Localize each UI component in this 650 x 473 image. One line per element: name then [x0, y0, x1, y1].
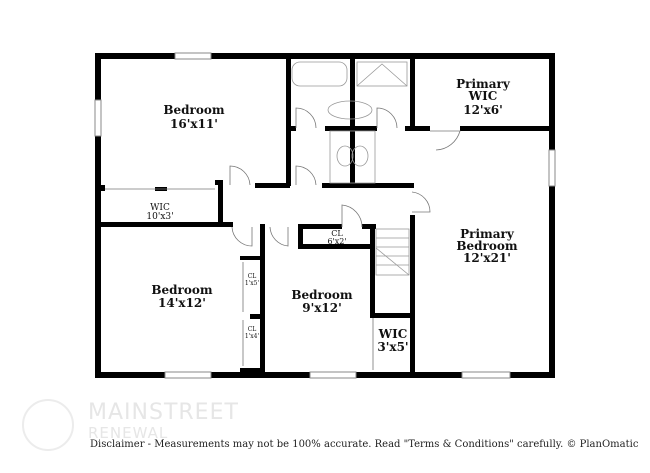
room-name: Bedroom: [151, 283, 212, 297]
room-name: CL: [248, 326, 257, 333]
shower-icon: [356, 61, 408, 87]
toilet-icon: [327, 100, 373, 120]
watermark-line2: RENEWAL: [88, 424, 169, 442]
room-name: WIC: [378, 327, 408, 341]
bathtub-icon: [291, 61, 348, 87]
fixtures: [291, 61, 410, 276]
doors: [105, 107, 461, 370]
disclaimer: Disclaimer - Measurements may not be 100…: [90, 439, 639, 450]
room-name: CL: [248, 273, 257, 280]
room-size: 16'x11': [170, 117, 218, 131]
watermark-line1: MAINSTREET: [88, 400, 239, 425]
room-size: 1'x5': [245, 280, 260, 287]
watermark-logo-icon: [22, 399, 74, 451]
room-name-line: Primary: [460, 227, 515, 241]
windows: [94, 52, 556, 379]
room-size: 6'x2': [327, 237, 346, 246]
room-size: 12'x21': [463, 251, 511, 265]
room-size: 12'x6': [463, 103, 503, 117]
room-name-line: Primary: [456, 77, 511, 91]
room-name-line: WIC: [468, 89, 498, 103]
room-size: 14'x12': [158, 296, 206, 310]
stairs-icon: [375, 228, 410, 276]
sink-icon-2: [351, 145, 369, 167]
room-size: 10'x3': [146, 212, 173, 222]
room-name: CL: [331, 229, 343, 238]
watermark-logo: MAINSTREET RENEWAL: [88, 400, 239, 443]
room-size: 9'x12': [302, 301, 342, 315]
room-name-line: Bedroom: [456, 239, 517, 253]
room-size: 3'x5': [377, 340, 408, 354]
room-name: Bedroom: [163, 103, 224, 117]
sink-icon: [336, 145, 354, 167]
room-size: 1'x4': [245, 333, 260, 340]
room-name: Bedroom: [291, 288, 352, 302]
room-name: WIC: [150, 203, 170, 213]
room-labels: Bedroom 16'x11' WIC 10'x3' Bedroom 14'x1…: [146, 77, 517, 354]
